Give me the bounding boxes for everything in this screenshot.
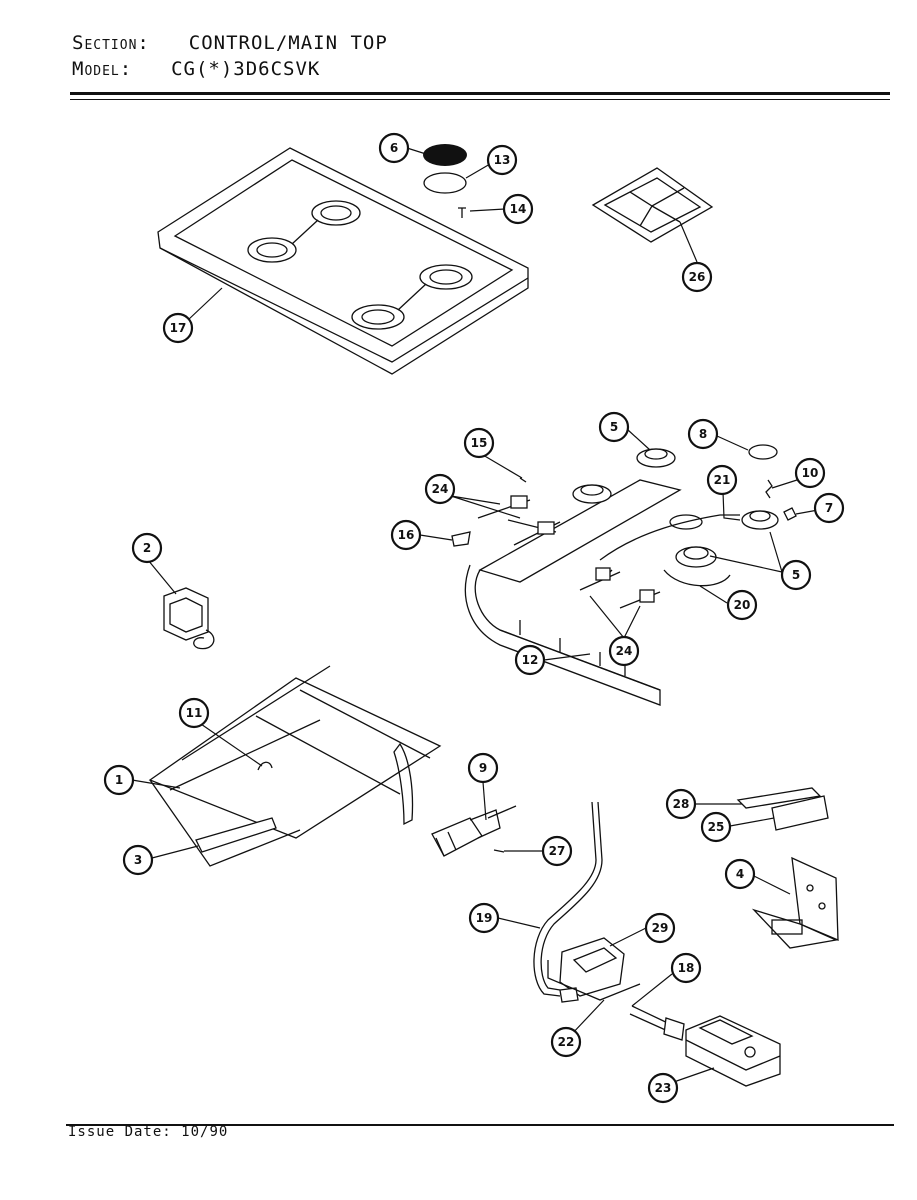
svg-text:5: 5 bbox=[792, 568, 800, 582]
callout-4: 4 bbox=[724, 858, 756, 890]
svg-text:17: 17 bbox=[170, 321, 187, 335]
svg-text:1: 1 bbox=[115, 773, 123, 787]
svg-text:5: 5 bbox=[610, 420, 618, 434]
callout-20: 20 bbox=[726, 589, 758, 621]
svg-text:29: 29 bbox=[652, 921, 669, 935]
callout-3: 3 bbox=[122, 844, 154, 876]
callout-29: 29 bbox=[644, 912, 676, 944]
igniter-wire-part bbox=[663, 569, 731, 587]
burner-part bbox=[572, 448, 779, 568]
footer-rule bbox=[66, 1124, 894, 1126]
callout-19: 19 bbox=[468, 902, 500, 934]
burner-ring-part bbox=[423, 172, 467, 194]
callout-24-top: 24 bbox=[424, 473, 456, 505]
svg-text:16: 16 bbox=[398, 528, 415, 542]
svg-text:2: 2 bbox=[143, 541, 151, 555]
callout-1: 1 bbox=[103, 764, 135, 796]
section-header: Section: CONTROL/MAIN TOP bbox=[72, 32, 388, 54]
svg-text:7: 7 bbox=[825, 501, 833, 515]
svg-text:10: 10 bbox=[802, 466, 819, 480]
svg-text:4: 4 bbox=[736, 867, 744, 881]
callout-6: 6 bbox=[378, 132, 410, 164]
gas-line-part bbox=[533, 801, 603, 997]
section-value: CONTROL/MAIN TOP bbox=[188, 32, 388, 54]
callout-10: 10 bbox=[794, 457, 826, 489]
svg-text:24: 24 bbox=[616, 644, 633, 658]
svg-text:24: 24 bbox=[432, 482, 449, 496]
mounting-bracket-part bbox=[751, 856, 839, 949]
callout-5-top: 5 bbox=[598, 411, 630, 443]
ignition-switch-part bbox=[431, 805, 517, 857]
svg-text:14: 14 bbox=[510, 202, 527, 216]
screw-part bbox=[458, 207, 466, 218]
callout-26: 26 bbox=[681, 261, 713, 293]
svg-text:12: 12 bbox=[522, 653, 539, 667]
svg-text:6: 6 bbox=[390, 141, 398, 155]
callout-27: 27 bbox=[541, 835, 573, 867]
issue-date-label: Issue Date: bbox=[68, 1124, 172, 1140]
callout-16: 16 bbox=[390, 519, 422, 551]
issue-date-value: 10/90 bbox=[181, 1124, 229, 1140]
model-label: Model: bbox=[72, 58, 133, 80]
regulator-part bbox=[559, 937, 625, 1003]
callout-5-right: 5 bbox=[780, 559, 812, 591]
ignition-module-part bbox=[685, 1015, 781, 1087]
fitting-part bbox=[629, 1005, 685, 1041]
header-rule-thick bbox=[70, 92, 890, 95]
main-top-part bbox=[157, 147, 529, 375]
callout-8: 8 bbox=[687, 418, 719, 450]
svg-text:13: 13 bbox=[494, 153, 511, 167]
svg-text:27: 27 bbox=[549, 844, 566, 858]
model-value: CG(*)3D6CSVK bbox=[171, 58, 321, 80]
svg-text:23: 23 bbox=[655, 1081, 672, 1095]
igniter-tube-part bbox=[599, 514, 740, 561]
ring-part bbox=[748, 444, 778, 460]
callout-12: 12 bbox=[514, 644, 546, 676]
callout-7: 7 bbox=[813, 492, 845, 524]
callout-28: 28 bbox=[665, 788, 697, 820]
callout-18: 18 bbox=[670, 952, 702, 984]
svg-text:28: 28 bbox=[673, 797, 690, 811]
svg-text:20: 20 bbox=[734, 598, 751, 612]
header-rule-thin bbox=[70, 99, 890, 100]
callout-9: 9 bbox=[467, 752, 499, 784]
svg-text:25: 25 bbox=[708, 820, 725, 834]
manifold-part bbox=[464, 479, 682, 706]
burner-cap-part bbox=[423, 144, 467, 166]
control-shield-part bbox=[148, 665, 442, 867]
terminal-block-part bbox=[736, 787, 829, 831]
callout-11: 11 bbox=[178, 697, 210, 729]
regulator-bracket-part bbox=[547, 960, 641, 1001]
svg-text:26: 26 bbox=[689, 270, 706, 284]
grate-part bbox=[591, 167, 714, 243]
issue-date: Issue Date: 10/90 bbox=[68, 1124, 228, 1140]
svg-text:19: 19 bbox=[476, 911, 493, 925]
svg-text:15: 15 bbox=[471, 436, 488, 450]
svg-text:22: 22 bbox=[558, 1035, 575, 1049]
svg-text:9: 9 bbox=[479, 761, 487, 775]
callout-21: 21 bbox=[706, 464, 738, 496]
valve-part bbox=[451, 477, 661, 609]
bracket-part bbox=[195, 817, 277, 853]
chain-part bbox=[765, 479, 773, 499]
callout-15: 15 bbox=[463, 427, 495, 459]
model-header: Model: CG(*)3D6CSVK bbox=[72, 58, 320, 80]
svg-text:8: 8 bbox=[699, 427, 707, 441]
callout-25: 25 bbox=[700, 811, 732, 843]
section-label: Section: bbox=[72, 32, 150, 54]
callout-22: 22 bbox=[550, 1026, 582, 1058]
clip-part bbox=[783, 507, 797, 521]
callout-14: 14 bbox=[502, 193, 534, 225]
svg-text:3: 3 bbox=[134, 853, 142, 867]
callout-24-bottom: 24 bbox=[608, 635, 640, 667]
switch-part bbox=[163, 587, 215, 650]
svg-text:18: 18 bbox=[678, 961, 695, 975]
callout-2: 2 bbox=[131, 532, 163, 564]
callout-23: 23 bbox=[647, 1072, 679, 1104]
svg-text:11: 11 bbox=[186, 706, 203, 720]
callout-13: 13 bbox=[486, 144, 518, 176]
callout-17: 17 bbox=[162, 312, 194, 344]
svg-text:21: 21 bbox=[714, 473, 731, 487]
